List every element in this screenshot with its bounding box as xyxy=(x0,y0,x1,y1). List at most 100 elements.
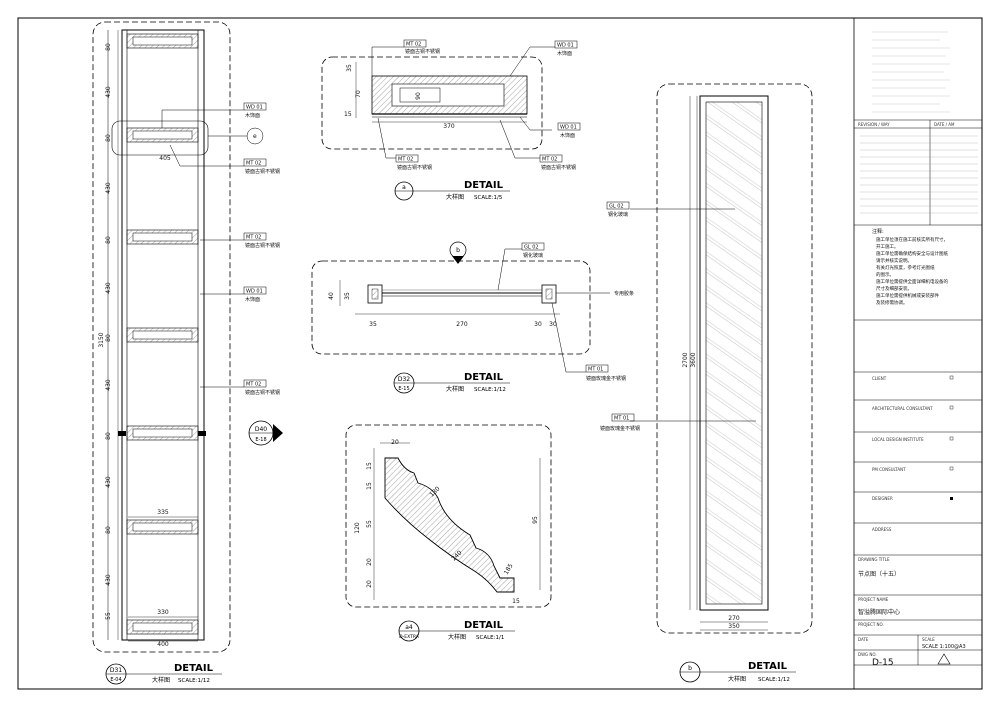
svg-text:DETAIL: DETAIL xyxy=(464,180,504,191)
svg-text:钢化玻璃: 钢化玻璃 xyxy=(608,211,628,218)
svg-text:尺寸及细部安装。: 尺寸及细部安装。 xyxy=(876,285,912,292)
svg-text:REVISION / WAY: REVISION / WAY xyxy=(858,122,890,127)
detail-a-drawing: 35 70 15 90 370 xyxy=(321,56,543,150)
svg-text:180: 180 xyxy=(428,485,441,498)
svg-text:ADDRESS: ADDRESS xyxy=(872,527,892,532)
dim: 405 xyxy=(159,155,171,162)
detail-a-title: a DETAIL 大样图 SCALE:1/5 xyxy=(394,180,510,201)
svg-text:120: 120 xyxy=(354,522,361,534)
callout-e: e xyxy=(253,133,257,140)
dim: 330 xyxy=(157,609,169,616)
svg-text:SCALE:1/12: SCALE:1/12 xyxy=(178,678,210,684)
dim: 80 xyxy=(105,236,112,244)
dim: 80 xyxy=(105,43,112,51)
tag-mirror-gold: 镜面古铜不锈钢 xyxy=(245,168,280,175)
tag-mirror-gold: 镜面古铜不锈钢 xyxy=(245,242,280,249)
tag-wood: 木饰面 xyxy=(245,296,260,303)
tag-mt02: MT 02 xyxy=(246,161,261,167)
svg-text:55: 55 xyxy=(366,520,373,528)
dim: 80 xyxy=(105,134,112,142)
svg-text:SCALE:1/12: SCALE:1/12 xyxy=(758,677,790,683)
tag-mt02: MT 02 xyxy=(246,382,261,388)
dim: 335 xyxy=(157,509,169,516)
svg-text:20: 20 xyxy=(366,580,373,588)
svg-text:木饰面: 木饰面 xyxy=(560,132,575,139)
svg-text:185: 185 xyxy=(503,562,515,576)
detail-d32-drawing: b 40 35 35 270 30 30 xyxy=(311,241,591,355)
title-block xyxy=(854,119,982,666)
svg-text:2700: 2700 xyxy=(682,352,689,367)
detail-b-drawing: 2700 3600 270 350 xyxy=(656,83,813,634)
svg-text:270: 270 xyxy=(728,615,740,622)
dim: 400 xyxy=(157,641,169,648)
dim: 80 xyxy=(105,334,112,342)
detail-b-title: b DETAIL 大样图 SCALE:1/12 xyxy=(679,661,796,683)
svg-text:b: b xyxy=(456,247,460,254)
svg-text:SCALE: SCALE xyxy=(922,637,935,642)
svg-text:MT 02: MT 02 xyxy=(542,157,557,163)
svg-text:D-EXTRA: D-EXTRA xyxy=(399,634,420,640)
svg-text:3600: 3600 xyxy=(690,352,697,367)
dim: 430 xyxy=(105,476,112,488)
dim: 430 xyxy=(105,182,112,194)
tag-wd01: WD 01 xyxy=(246,105,263,111)
svg-text:钢化玻璃: 钢化玻璃 xyxy=(523,252,543,259)
svg-text:20: 20 xyxy=(391,439,399,446)
svg-text:WD 01: WD 01 xyxy=(557,43,574,49)
svg-text:施工单位须在施工前核实所有尺寸，: 施工单位须在施工前核实所有尺寸， xyxy=(876,236,948,243)
svg-text:ARCHITECTURAL CONSULTANT: ARCHITECTURAL CONSULTANT xyxy=(872,406,933,411)
svg-text:镜面古铜不锈钢: 镜面古铜不锈钢 xyxy=(541,164,576,171)
svg-text:D32: D32 xyxy=(398,376,410,383)
svg-text:20: 20 xyxy=(366,558,373,566)
svg-text:MT 01: MT 01 xyxy=(614,416,629,422)
svg-text:施工单位需提供全面详细机电设备的: 施工单位需提供全面详细机电设备的 xyxy=(876,278,948,285)
svg-text:GL 02: GL 02 xyxy=(524,245,539,251)
svg-text:95: 95 xyxy=(532,516,539,524)
project-name: 智溢腾国际中心 xyxy=(858,608,900,616)
svg-text:40: 40 xyxy=(328,292,335,300)
svg-text:大样图: 大样图 xyxy=(446,385,464,393)
svg-text:大样图: 大样图 xyxy=(152,676,170,684)
dim: 3150 xyxy=(98,332,105,347)
svg-text:a: a xyxy=(402,184,406,191)
svg-text:D40: D40 xyxy=(255,426,267,433)
svg-text:30: 30 xyxy=(549,321,557,328)
svg-text:有关灯光照度，参考灯光图纸: 有关灯光照度，参考灯光图纸 xyxy=(876,264,935,271)
dim: 80 xyxy=(105,432,112,440)
svg-text:镜面古铜不锈钢: 镜面古铜不锈钢 xyxy=(405,48,440,55)
svg-text:35: 35 xyxy=(369,321,377,328)
dim: 55 xyxy=(105,612,112,620)
svg-text:90: 90 xyxy=(415,92,422,100)
dim: 430 xyxy=(105,86,112,98)
svg-text:开工施工。: 开工施工。 xyxy=(876,243,899,250)
svg-text:WD 01: WD 01 xyxy=(560,125,577,131)
tag-mt02: MT 02 xyxy=(246,235,261,241)
dim: 430 xyxy=(105,282,112,294)
svg-text:木饰面: 木饰面 xyxy=(557,50,572,57)
svg-text:GL 02: GL 02 xyxy=(609,204,624,210)
svg-text:请示并核实说明。: 请示并核实说明。 xyxy=(876,257,912,264)
svg-text:MT 02: MT 02 xyxy=(406,42,421,48)
detail-d32-title: D32 E-15 DETAIL 大样图 SCALE:1/12 xyxy=(393,372,510,394)
detail-d31-drawing: 80 430 80 430 80 430 80 430 80 430 430 8… xyxy=(92,21,231,653)
svg-text:350: 350 xyxy=(728,623,740,630)
section-marker-d40: D40 E-18 xyxy=(248,420,283,446)
detail-a4-drawing: 20 15 15 120 55 20 20 95 180 240 185 15 xyxy=(345,424,552,608)
svg-text:E-04: E-04 xyxy=(110,677,121,683)
svg-text:专用胶条: 专用胶条 xyxy=(614,290,634,297)
svg-text:大样图: 大样图 xyxy=(448,633,466,641)
svg-text:270: 270 xyxy=(456,321,468,328)
tag-wd01: WD 01 xyxy=(246,289,263,295)
svg-text:MT 01: MT 01 xyxy=(588,367,603,373)
svg-text:370: 370 xyxy=(443,123,455,130)
dim: 80 xyxy=(105,526,112,534)
svg-text:DESIGNER: DESIGNER xyxy=(872,496,893,501)
svg-text:DRAWING TITLE: DRAWING TITLE xyxy=(858,557,890,562)
left-leaders xyxy=(161,109,264,388)
svg-text:LOCAL DESIGN INSTITUTE: LOCAL DESIGN INSTITUTE xyxy=(872,437,924,442)
svg-text:DETAIL: DETAIL xyxy=(464,372,504,383)
svg-text:镜面玫瑰金不锈钢: 镜面玫瑰金不锈钢 xyxy=(600,425,640,432)
tag-wood: 木饰面 xyxy=(245,112,260,119)
svg-text:30: 30 xyxy=(534,321,542,328)
